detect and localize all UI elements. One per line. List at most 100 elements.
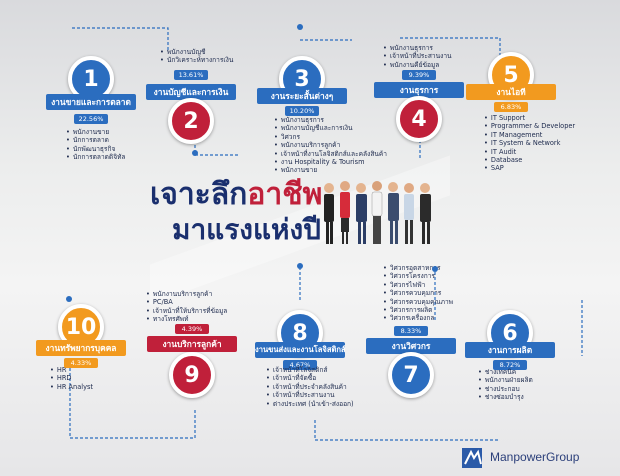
list-item: Database	[484, 156, 575, 164]
node-percent: 4.33%	[64, 358, 98, 368]
list-item: พนักงานขาย	[66, 128, 125, 136]
node-6-items: ช่างเทคนิค พนักงานฝ่ายผลิต ช่างประกอบ ช่…	[478, 368, 533, 402]
list-item: วิศวกรการผลิต	[383, 306, 453, 314]
list-item: เจ้าหน้าที่ประสานงาน	[266, 391, 354, 399]
connector-dot	[432, 266, 438, 272]
node-logistics: 8 งานขนส่งและงานโลจิสติกส์ 4.67%	[255, 310, 345, 406]
list-item: นักพัฒนาธุรกิจ	[66, 145, 125, 153]
node-short-term: 3 งานระยะสั้นต่างๆ 10.20%	[257, 56, 347, 152]
node-number: 4	[396, 96, 442, 142]
list-item: พนักงานธุรการ	[274, 116, 387, 124]
manpower-logo-icon	[462, 448, 482, 468]
page-title: เจาะลึกอาชีพ	[150, 178, 322, 212]
node-percent: 9.39%	[402, 70, 436, 80]
list-item: เจ้าหน้าที่ประสานงาน	[383, 52, 452, 60]
brand-name: ManpowerGroup	[490, 450, 580, 464]
list-item: งาน Hospitality & Tourism	[274, 158, 387, 166]
list-item: PC/BA	[146, 298, 227, 306]
node-9-items: พนักงานบริการลูกค้า PC/BA เจ้าหน้าที่ให้…	[146, 290, 227, 324]
brand-logo: ManpowerGroup	[462, 446, 579, 468]
node-number: 7	[388, 352, 434, 398]
node-percent: 4.39%	[175, 324, 209, 334]
node-admin: 9.39% งานธุรการ 4	[374, 70, 464, 166]
list-item: HR	[50, 366, 93, 374]
node-percent: 6.83%	[494, 102, 528, 112]
list-item: พนักงานบัญชีและการเงิน	[274, 124, 387, 132]
connector-dot	[297, 24, 303, 30]
list-item: พนักงานคีย์ข้อมูล	[383, 61, 452, 69]
node-percent: 22.56%	[74, 114, 108, 124]
list-item: เจ้าหน้าที่ประจำคลังสินค้า	[266, 383, 354, 391]
node-2-items: พนักงานบัญชี นักวิเคราะห์ทางการเงิน	[160, 48, 234, 65]
connector-dot	[192, 150, 198, 156]
node-customer-service: 4.39% งานบริการลูกค้า 9	[147, 324, 237, 420]
node-3-items: พนักงานธุรการ พนักงานบัญชีและการเงิน วิศ…	[274, 116, 387, 175]
title-prefix: เจาะลึก	[150, 177, 248, 212]
node-7-items: วิศวกรอุตสาหการ วิศวกรโครงการ วิศวกรไฟฟ้…	[383, 264, 453, 323]
node-number: 2	[168, 98, 214, 144]
list-item: วิศวกร	[274, 133, 387, 141]
connector-dot	[297, 263, 303, 269]
title-accent: อาชีพ	[247, 177, 323, 212]
node-label: งานบัญชีและการเงิน	[146, 84, 236, 100]
list-item: พนักงานบริการลูกค้า	[146, 290, 227, 298]
node-it: 5 งานไอที 6.83%	[466, 52, 556, 148]
list-item: IT Management	[484, 131, 575, 139]
list-item: HR Analyst	[50, 383, 93, 391]
list-item: พนักงานขาย	[274, 166, 387, 174]
list-item: นักการตลาด	[66, 136, 125, 144]
list-item: นักการตลาดดิจิทัล	[66, 153, 126, 161]
node-engineering: 8.33% งานวิศวกร 7	[366, 326, 456, 422]
list-item: วิศวกรโครงการ	[383, 272, 453, 280]
list-item: วิศวกรอุตสาหการ	[383, 264, 453, 272]
node-production: 6 งานการผลิต 8.72%	[465, 310, 555, 406]
node-percent: 8.72%	[493, 360, 527, 370]
node-1-items: พนักงานขาย นักการตลาด นักพัฒนาธุรกิจ นัก…	[66, 128, 126, 162]
list-item: เจ้าหน้าที่ให้บริการที่ข้อมูล	[146, 307, 227, 315]
list-item: เจ้าหน้าที่โลจิสติกส์	[266, 366, 354, 374]
list-item: HRD	[50, 374, 93, 382]
list-item: IT Audit	[484, 148, 575, 156]
node-label: งานระยะสั้นต่างๆ	[257, 88, 347, 104]
list-item: Programmer & Developer	[484, 122, 575, 130]
list-item: IT System & Network	[484, 139, 575, 147]
list-item: ช่างประกอบ	[478, 385, 533, 393]
node-hr: 10 งานทรัพยากรบุคคล 4.33%	[36, 304, 126, 400]
list-item: วิศวกรเครื่องกล	[383, 314, 453, 322]
node-label: งานขนส่งและงานโลจิสติกส์	[255, 342, 345, 358]
list-item: เจ้าหน้าที่งานโลจิสติกส์และคลังสินค้า	[274, 150, 387, 158]
node-label: งานทรัพยากรบุคคล	[36, 340, 126, 356]
list-item: วิศวกรควบคุมการ	[383, 289, 453, 297]
node-label: งานขายและการตลาด	[46, 94, 136, 110]
node-label: งานไอที	[466, 84, 556, 100]
node-label: งานวิศวกร	[366, 338, 456, 354]
node-percent: 13.61%	[174, 70, 208, 80]
node-number: 9	[169, 352, 215, 398]
node-5-items: IT Support Programmer & Developer IT Man…	[484, 114, 575, 173]
list-item: พนักงานบัญชี	[160, 48, 233, 56]
list-item: พนักงานธุรการ	[383, 44, 452, 52]
list-item: ช่างซ่อมบำรุง	[478, 393, 533, 401]
list-item: นักวิเคราะห์ทางการเงิน	[160, 56, 234, 64]
node-label: งานธุรการ	[374, 82, 464, 98]
list-item: วิศวกรไฟฟ้า	[383, 281, 453, 289]
list-item: วิศวกรควบคุมคุณภาพ	[383, 298, 453, 306]
node-accounting-finance: 13.61% งานบัญชีและการเงิน 2	[146, 70, 236, 166]
list-item: IT Support	[484, 114, 575, 122]
node-sales-marketing: 1 งานขายและการตลาด 22.56%	[46, 56, 136, 152]
node-10-items: HR HRD HR Analyst	[50, 366, 93, 391]
node-8-items: เจ้าหน้าที่โลจิสติกส์ เจ้าหน้าที่จัดซื้อ…	[266, 366, 354, 408]
list-item: SAP	[484, 164, 575, 172]
list-item: เจ้าหน้าที่จัดซื้อ	[266, 374, 354, 382]
list-item: พนักงานบริการลูกค้า	[274, 141, 387, 149]
node-percent: 10.20%	[285, 106, 319, 116]
list-item: ต่างประเทศ (นำเข้า-ส่งออก)	[266, 400, 354, 408]
list-item: ทางโทรศัพท์	[146, 315, 227, 323]
node-4-items: พนักงานธุรการ เจ้าหน้าที่ประสานงาน พนักง…	[383, 44, 452, 69]
list-item: พนักงานฝ่ายผลิต	[478, 376, 533, 384]
node-label: งานการผลิต	[465, 342, 555, 358]
node-percent: 4.67%	[283, 360, 317, 370]
business-people-illustration	[324, 181, 431, 244]
page-subtitle: มาแรงแห่งปี	[172, 213, 321, 246]
node-label: งานบริการลูกค้า	[147, 336, 237, 352]
